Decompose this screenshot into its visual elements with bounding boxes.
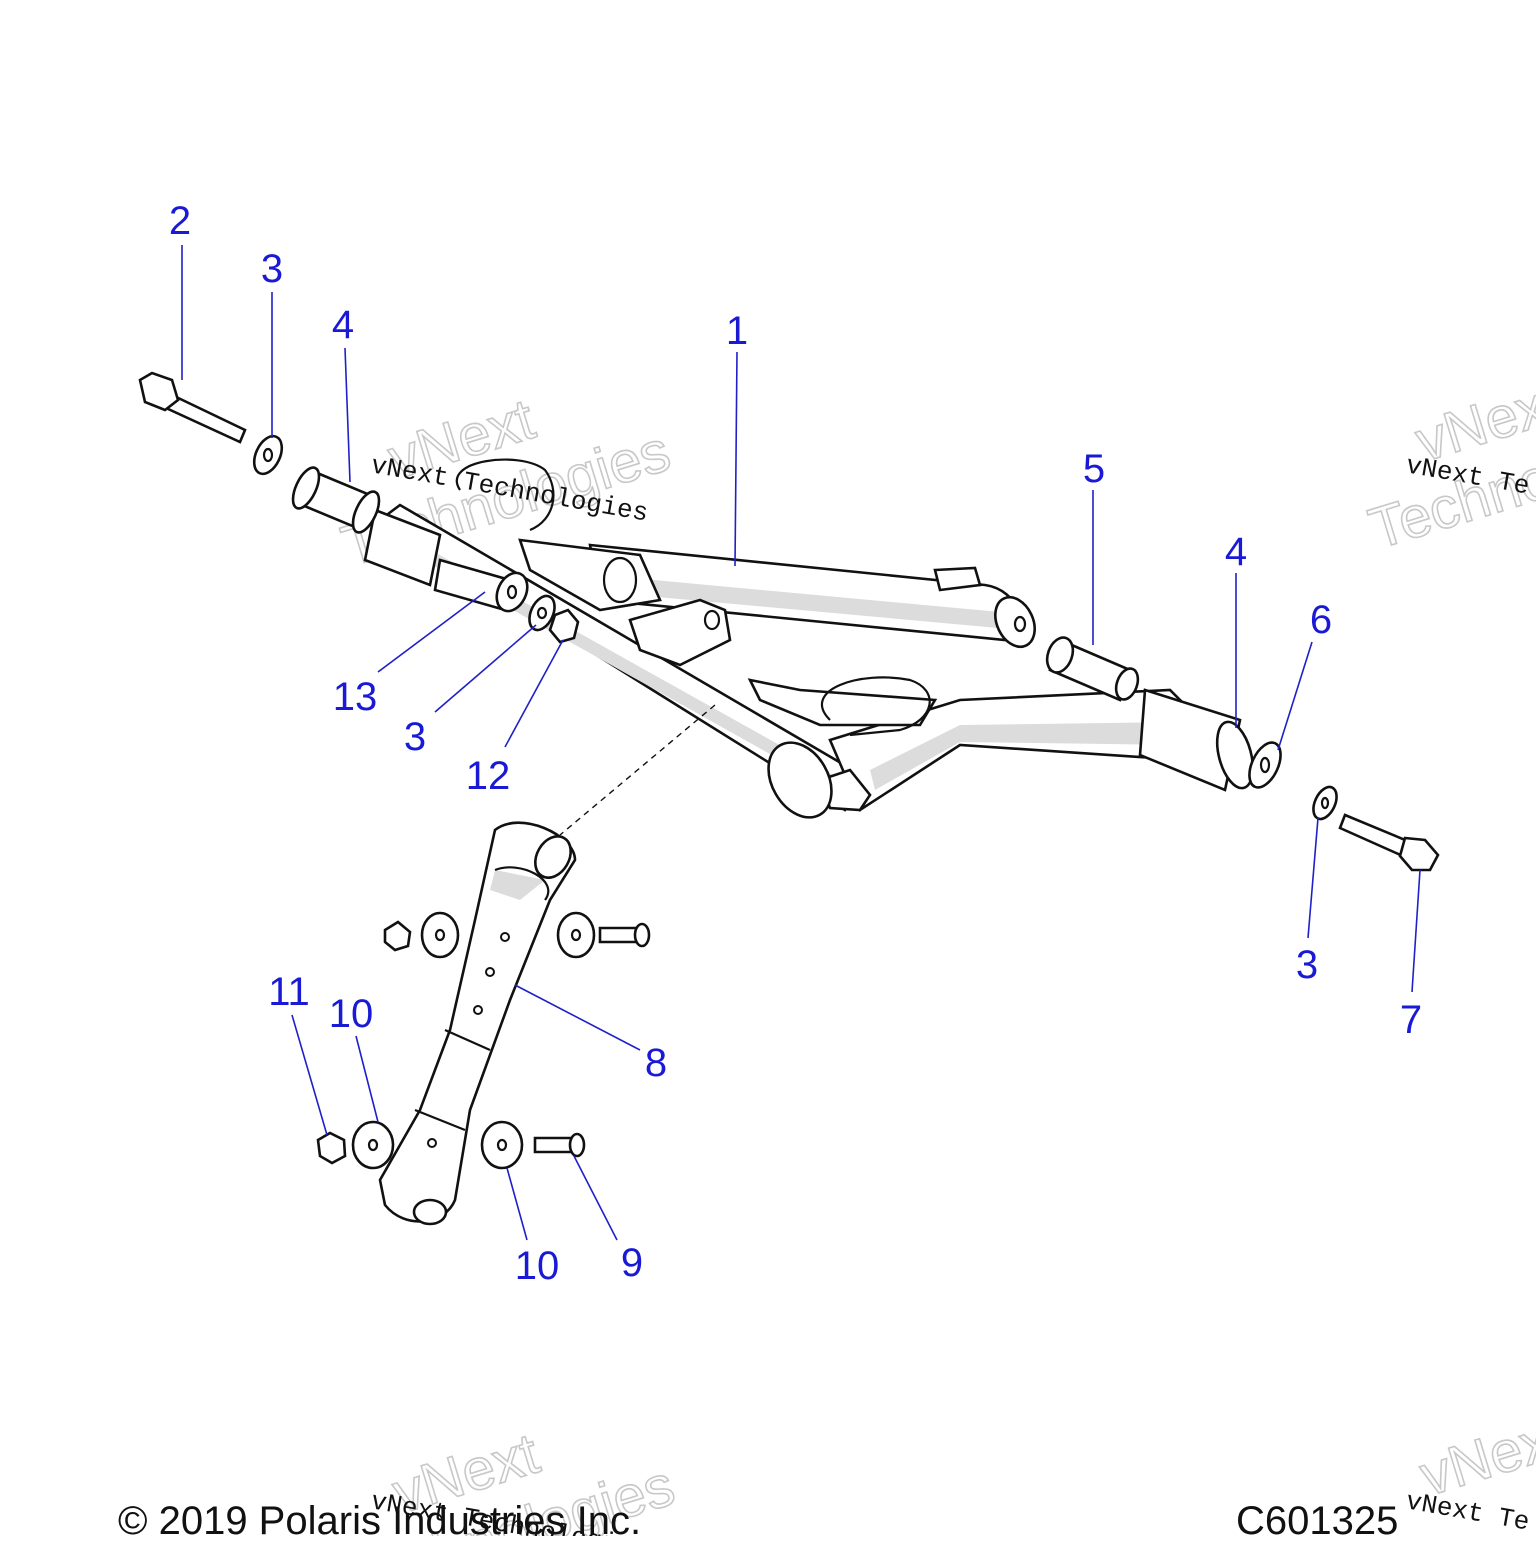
washer-3-right <box>1312 785 1338 821</box>
bolt-2 <box>138 371 247 444</box>
leader-lines <box>181 245 1421 1241</box>
washer-10-left <box>351 1120 395 1170</box>
watermark-top-right: vNext Technologies <box>1361 368 1536 563</box>
callout-4: 4 <box>1225 530 1247 574</box>
callout-3: 3 <box>404 715 426 759</box>
washer-3-top <box>252 434 284 476</box>
callout-2: 2 <box>169 199 191 243</box>
bushing-13 <box>433 558 529 613</box>
bushing-5 <box>1045 636 1140 702</box>
callout-8: 8 <box>645 1041 667 1085</box>
nut-upper <box>383 920 412 952</box>
callout-5: 5 <box>1083 447 1105 491</box>
figure-id: C601325 <box>1236 1499 1398 1536</box>
callout-12: 12 <box>466 754 511 798</box>
washer-3-middle <box>528 594 556 632</box>
ball-joint-stud <box>933 566 982 592</box>
alignment-line <box>559 704 716 836</box>
nut-11 <box>316 1131 347 1165</box>
washer-10-right <box>480 1120 524 1170</box>
callout-9: 9 <box>621 1241 643 1285</box>
copyright-text: © 2019 Polaris Industries Inc. <box>118 1499 641 1536</box>
bushing-4-left <box>291 466 381 534</box>
callout-6: 6 <box>1310 598 1332 642</box>
nut-12 <box>548 608 580 644</box>
a-arm-gusset-lower <box>747 678 938 727</box>
bolt-9-head <box>568 1132 586 1158</box>
callout-3: 3 <box>261 247 283 291</box>
washer-upper-right <box>556 911 596 959</box>
callout-13: 13 <box>333 675 378 719</box>
bracket-8 <box>378 821 577 1226</box>
a-arm-gusset-upper <box>518 538 662 612</box>
a-arm-left-pivot <box>363 508 442 587</box>
callout-10: 10 <box>329 992 374 1036</box>
callout-1: 1 <box>726 309 748 353</box>
wire-loop-lower <box>821 676 931 737</box>
wire-loop-upper <box>455 458 555 532</box>
callout-11: 11 <box>268 970 310 1014</box>
pivot-bushing-left <box>767 741 833 819</box>
washer-6 <box>1248 741 1282 789</box>
bolt-7 <box>1338 813 1440 872</box>
a-arm-right-pivot <box>1138 688 1242 792</box>
bolt-upper-head <box>633 922 651 948</box>
callout-7: 7 <box>1400 998 1422 1042</box>
callout-4: 4 <box>332 303 354 347</box>
callout-3: 3 <box>1296 943 1318 987</box>
washer-upper-left <box>420 911 460 959</box>
callout-10: 10 <box>515 1244 560 1288</box>
